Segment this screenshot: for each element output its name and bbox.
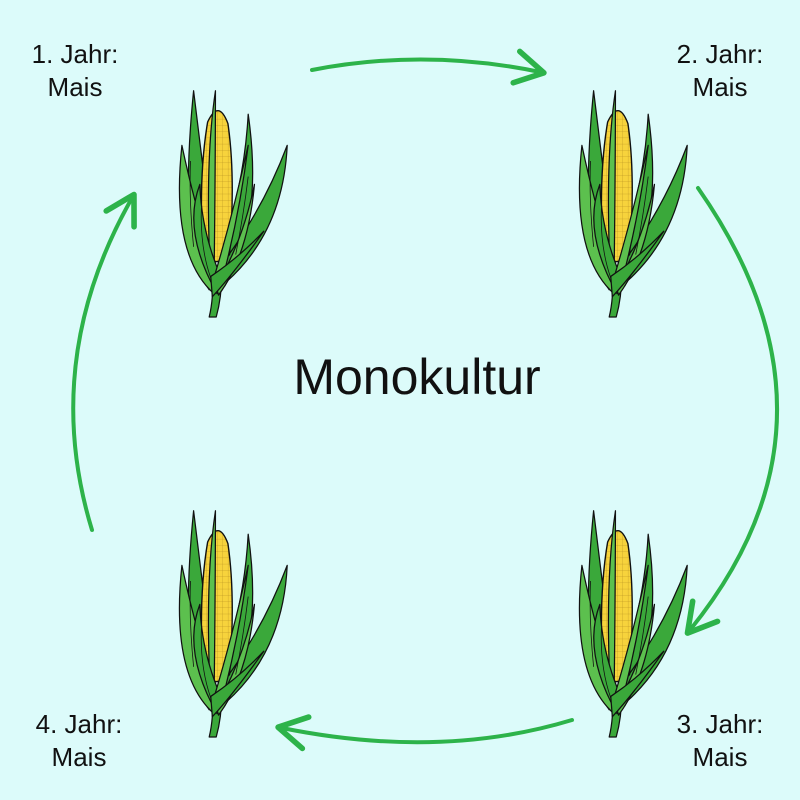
stage-label-year-1: 1. Jahr: Mais bbox=[10, 38, 140, 104]
arrow-year3-to-year4 bbox=[275, 714, 574, 752]
stage-label-year-4: 4. Jahr: Mais bbox=[14, 708, 144, 774]
stage-crop-text: Mais bbox=[692, 72, 748, 102]
stage-crop-text: Mais bbox=[692, 742, 748, 772]
stage-year-text: 1. Jahr: bbox=[31, 39, 119, 69]
arrow-year4-to-year1 bbox=[71, 191, 137, 532]
stage-year-text: 4. Jahr: bbox=[35, 709, 123, 739]
stage-year-text: 3. Jahr: bbox=[676, 709, 764, 739]
arrow-year2-to-year3 bbox=[684, 186, 780, 636]
stage-crop-text: Mais bbox=[47, 72, 103, 102]
stage-label-year-2: 2. Jahr: Mais bbox=[655, 38, 785, 104]
stage-year-text: 2. Jahr: bbox=[676, 39, 764, 69]
diagram-title: Monokultur bbox=[293, 349, 541, 405]
stage-crop-text: Mais bbox=[51, 742, 107, 772]
arrow-year1-to-year2 bbox=[310, 48, 547, 86]
stage-label-year-3: 3. Jahr: Mais bbox=[655, 708, 785, 774]
